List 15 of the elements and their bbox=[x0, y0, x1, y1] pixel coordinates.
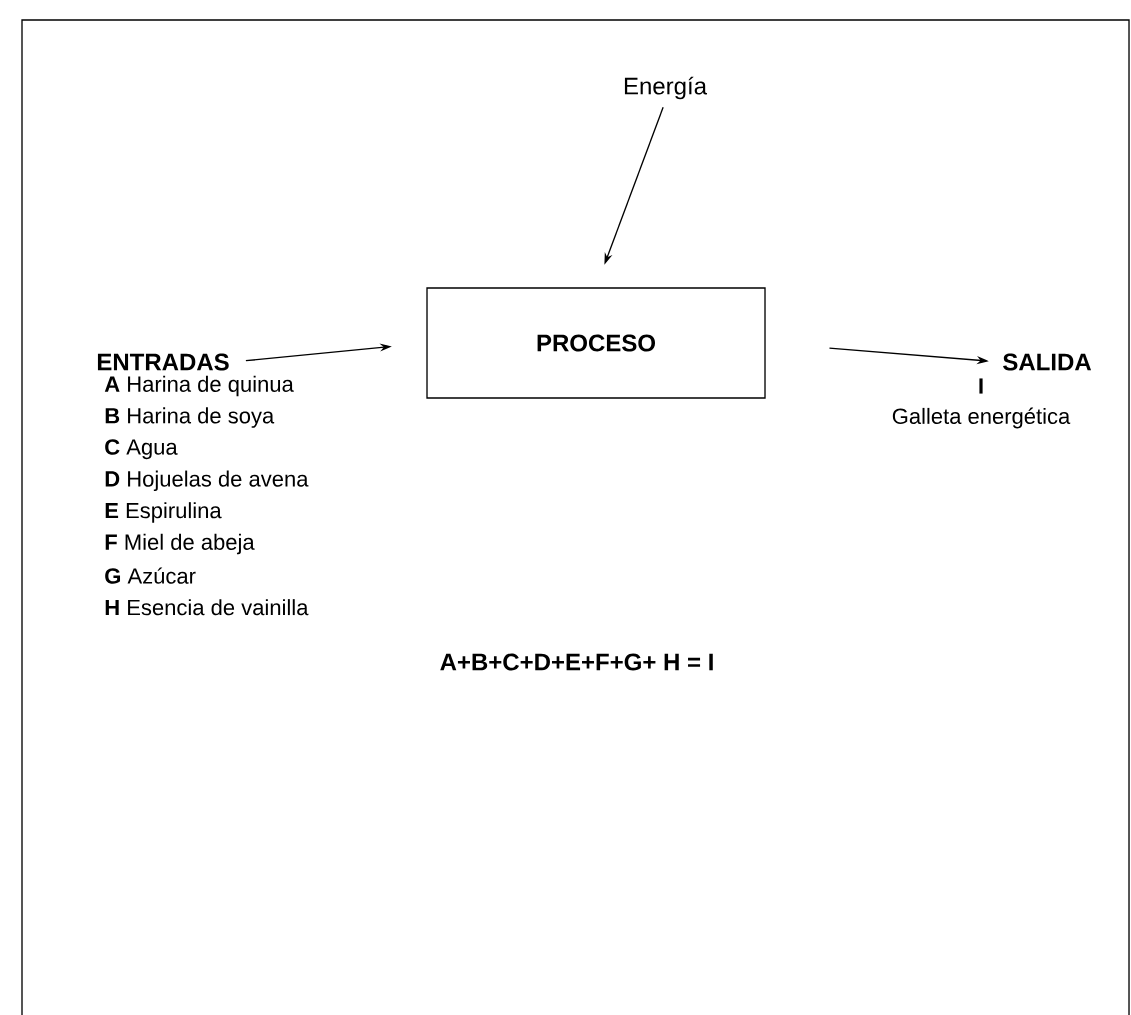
ingredient-label: D Hojuelas de avena bbox=[105, 470, 309, 492]
output-label: Galleta energética bbox=[892, 407, 1071, 429]
equation-label: A+B+C+D+E+F+G+ H = I bbox=[440, 653, 713, 671]
ingredient-label: G Azúcar bbox=[105, 567, 196, 584]
process-box: PROCESO bbox=[426, 287, 766, 399]
ingredient-label: A Harina de quinua bbox=[104, 375, 294, 397]
ingredient-label: E Espirulina bbox=[105, 502, 222, 523]
node-label: SALIDA bbox=[1003, 353, 1092, 371]
node-label: Energía bbox=[624, 76, 707, 100]
node-label: ENTRADAS bbox=[97, 353, 229, 371]
output-letter: I bbox=[979, 378, 983, 394]
ingredient-label: F Miel de abeja bbox=[105, 533, 255, 555]
ingredient-label: C Agua bbox=[105, 439, 178, 460]
ingredient-label: H Esencia de vainilla bbox=[105, 599, 309, 616]
ingredient-label: B Harina de soya bbox=[105, 407, 275, 428]
